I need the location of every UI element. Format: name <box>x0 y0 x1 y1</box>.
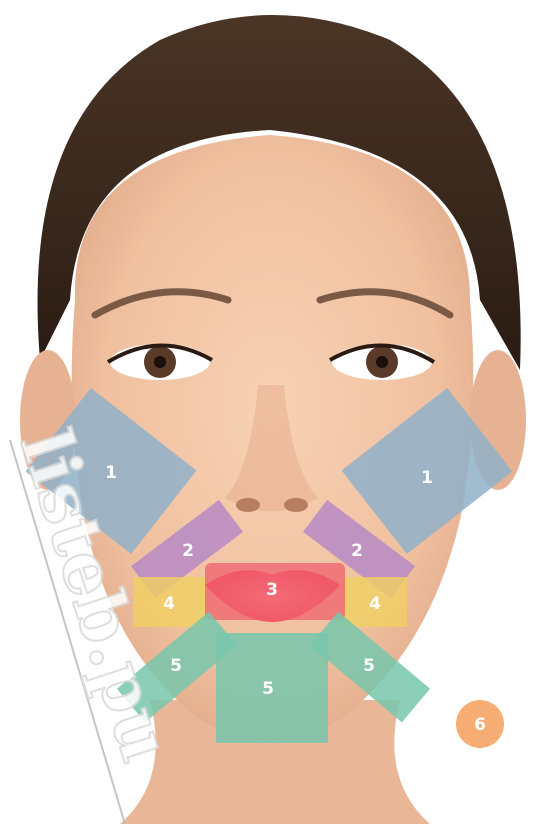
zone-label-1-left: 1 <box>105 463 117 483</box>
zone-label-5-right: 5 <box>363 656 375 676</box>
zone-6-badge: 6 <box>456 700 504 748</box>
zone-label-2-right: 2 <box>351 541 363 561</box>
zone-label-4-right: 4 <box>369 594 381 614</box>
zone-label-2-left: 2 <box>182 541 194 561</box>
zone-label-5-left: 5 <box>170 656 182 676</box>
zone-label-1-right: 1 <box>421 468 433 488</box>
zone-label-5-chin: 5 <box>262 679 274 699</box>
zone-label-3: 3 <box>266 580 278 600</box>
badge-label-6: 6 <box>474 715 486 735</box>
zone-label-4-left: 4 <box>163 594 175 614</box>
